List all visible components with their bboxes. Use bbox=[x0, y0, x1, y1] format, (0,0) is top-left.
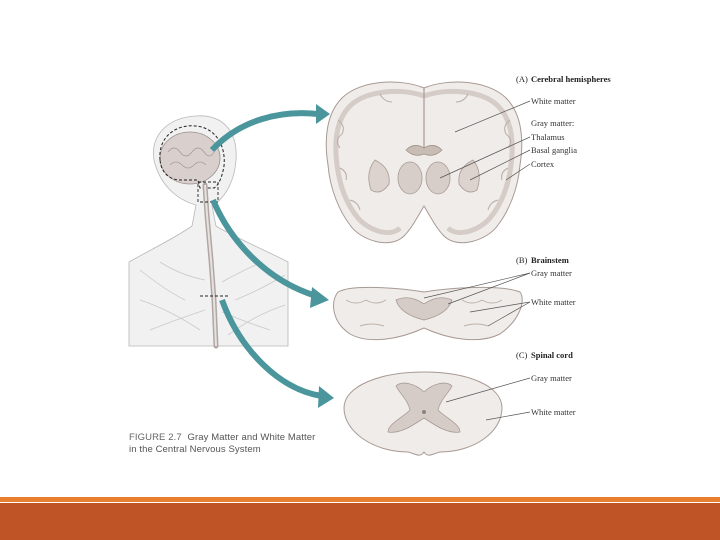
caption-line2: in the Central Nervous System bbox=[129, 444, 261, 455]
label-gray-matter-a: Gray matter: bbox=[531, 118, 574, 128]
cerebral-cortex-band bbox=[333, 88, 515, 235]
footer-accent-line bbox=[0, 497, 720, 502]
caption-prefix: FIGURE 2.7 bbox=[129, 432, 182, 443]
label-basal-ganglia: Basal ganglia bbox=[531, 145, 577, 155]
label-cortex: Cortex bbox=[531, 159, 555, 169]
panel-c-letter: (C) bbox=[516, 350, 528, 360]
label-thalamus: Thalamus bbox=[531, 132, 565, 142]
figure-caption: FIGURE 2.7 Gray Matter and White Matter … bbox=[129, 432, 349, 456]
arrow-to-cerebral bbox=[209, 110, 319, 153]
panel-c-title: Spinal cord bbox=[531, 350, 573, 360]
spinal-cord-core bbox=[204, 184, 217, 347]
spinal-cord-section bbox=[343, 371, 503, 456]
brainstem-gray-matter bbox=[395, 297, 453, 321]
label-white-matter-b: White matter bbox=[531, 297, 576, 307]
nerve-network bbox=[139, 261, 286, 336]
brain-folds bbox=[167, 147, 215, 169]
arrow-to-brainstem bbox=[210, 198, 317, 299]
brainstem-folds bbox=[345, 299, 503, 327]
cerebral-outline bbox=[325, 81, 523, 244]
arrows bbox=[209, 104, 334, 408]
human-figure bbox=[128, 115, 289, 349]
leader-gray-matter-b2 bbox=[447, 272, 531, 305]
thalamus-right bbox=[425, 161, 451, 195]
footer-bar bbox=[0, 503, 720, 540]
ventricles bbox=[405, 145, 443, 156]
arrowhead-spinal bbox=[318, 386, 334, 408]
thalamus-left bbox=[397, 161, 423, 195]
label-white-matter-c: White matter bbox=[531, 407, 576, 417]
panel-b-letter: (B) bbox=[516, 255, 528, 265]
cerebral-section bbox=[325, 81, 523, 244]
panel-b-title: Brainstem bbox=[531, 255, 569, 265]
leader-white-matter-a bbox=[454, 100, 531, 133]
cerebral-gyri bbox=[336, 93, 512, 211]
brainstem-section bbox=[333, 286, 523, 341]
caption-line1: Gray Matter and White Matter bbox=[187, 432, 316, 443]
basal-ganglia-right bbox=[458, 159, 480, 193]
leader-white-matter-b1 bbox=[469, 301, 531, 313]
spinal-gray-butterfly bbox=[387, 382, 461, 433]
basal-ganglia-left bbox=[368, 159, 390, 193]
panel-a-title: Cerebral hemispheres bbox=[531, 74, 611, 84]
central-canal bbox=[422, 410, 426, 414]
leader-gray-matter-c bbox=[445, 377, 531, 403]
label-gray-matter-c: Gray matter bbox=[531, 373, 572, 383]
leader-lines bbox=[423, 100, 531, 421]
dashed-brain-region bbox=[159, 125, 225, 189]
label-gray-matter-b: Gray matter bbox=[531, 268, 572, 278]
brain-in-head bbox=[159, 131, 221, 185]
leader-thalamus bbox=[439, 136, 531, 179]
panel-a-letter: (A) bbox=[516, 74, 528, 84]
leader-cortex bbox=[505, 163, 531, 181]
leader-white-matter-c bbox=[485, 411, 531, 421]
arrowhead-brainstem bbox=[310, 287, 329, 308]
label-white-matter-a: White matter bbox=[531, 96, 576, 106]
dashed-brainstem-region bbox=[197, 181, 219, 203]
arrow-to-spinal bbox=[219, 298, 323, 399]
leader-gray-matter-b1 bbox=[423, 272, 531, 299]
leader-white-matter-b2 bbox=[487, 301, 531, 327]
leader-basal-ganglia bbox=[469, 149, 531, 181]
arrowhead-cerebral bbox=[316, 104, 330, 124]
